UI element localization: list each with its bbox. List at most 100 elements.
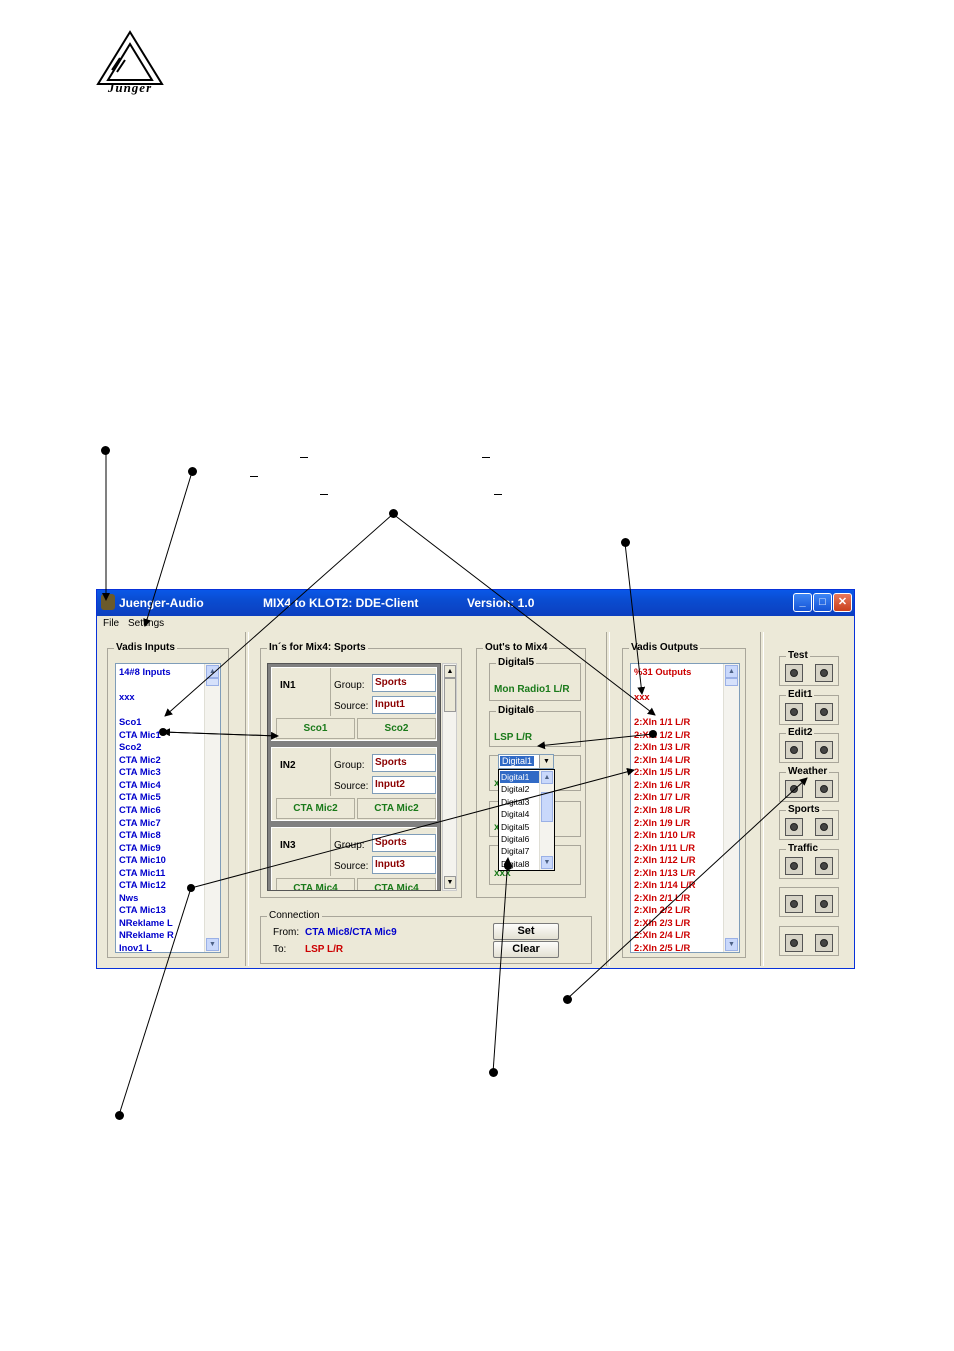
scroll-thumb[interactable]	[206, 678, 219, 686]
vadis-output-item[interactable]: 2:XIn 2/2 L/R	[634, 904, 691, 916]
channel-button[interactable]: CTA Mic2	[357, 798, 436, 819]
vadis-output-item[interactable]: 2:XIn 1/14 L/R	[634, 879, 696, 891]
preset-button[interactable]	[815, 702, 833, 721]
scroll-down-icon[interactable]: ▼	[206, 938, 219, 951]
vadis-input-item[interactable]: 14#8 Inputs	[119, 666, 171, 677]
vadis-input-item[interactable]: CTA Mic12	[119, 879, 166, 891]
vadis-input-item[interactable]: NReklame L	[119, 916, 173, 928]
maximize-button[interactable]: □	[813, 593, 832, 612]
dropdown-option[interactable]: Digital8	[501, 858, 530, 869]
group-field[interactable]: Sports	[372, 834, 436, 852]
vadis-output-item[interactable]: 2:XIn 2/4 L/R	[634, 929, 691, 941]
scroll-down-icon[interactable]: ▼	[444, 876, 456, 889]
vadis-output-item[interactable]: 2:XIn 1/8 L/R	[634, 804, 691, 816]
preset-button[interactable]	[785, 779, 803, 798]
vadis-input-item[interactable]: CTA Mic1	[119, 728, 161, 740]
scroll-thumb[interactable]	[444, 678, 456, 712]
vadis-input-item[interactable]: CTA Mic2	[119, 753, 161, 765]
vadis-input-item[interactable]: NReklame R	[119, 929, 174, 941]
scroll-down-icon[interactable]: ▼	[725, 938, 738, 951]
vadis-output-item[interactable]: 2:XIn 1/1 L/R	[634, 716, 691, 728]
dropdown-option[interactable]: Digital1	[500, 771, 539, 784]
scrollbar[interactable]: ▲ ▼	[723, 664, 739, 952]
group-field[interactable]: Sports	[372, 674, 436, 692]
dropdown-option[interactable]: Digital4	[501, 809, 530, 820]
channel-button[interactable]: CTA Mic4	[276, 878, 355, 890]
vadis-input-item[interactable]: Sco2	[119, 741, 142, 753]
preset-button[interactable]	[815, 856, 833, 875]
vadis-output-item[interactable]: 2:XIn 1/2 L/R	[634, 728, 691, 740]
preset-button[interactable]	[785, 856, 803, 875]
preset-button[interactable]	[815, 664, 833, 682]
vadis-input-item[interactable]: Sco1	[119, 716, 142, 728]
preset-button[interactable]	[815, 741, 833, 759]
digital-select[interactable]: Digital1 ▼	[498, 754, 554, 769]
vadis-output-item[interactable]: 2:XIn 1/12 L/R	[634, 854, 696, 866]
vadis-output-item[interactable]: 2:XIn 1/10 L/R	[634, 829, 696, 841]
close-button[interactable]: ✕	[833, 593, 852, 612]
vadis-output-item[interactable]: 2:XIn 1/11 L/R	[634, 841, 695, 853]
source-field[interactable]: Input1	[372, 696, 436, 714]
digital-options-list[interactable]: Digital1Digital2Digital3Digital4Digital5…	[498, 769, 555, 871]
vadis-input-item[interactable]: xxx	[119, 691, 135, 703]
vadis-output-item[interactable]: 2:XIn 2/1 L/R	[634, 891, 691, 903]
vadis-output-item[interactable]: %31 Outputs	[634, 666, 692, 677]
set-button[interactable]: Set	[493, 923, 559, 940]
preset-button[interactable]	[815, 779, 833, 798]
channel-button[interactable]: Sco2	[357, 718, 436, 739]
preset-button[interactable]	[815, 895, 833, 913]
vadis-output-item[interactable]: 2:XIn 1/6 L/R	[634, 778, 691, 790]
vadis-output-item[interactable]: 2:XIn 1/4 L/R	[634, 753, 691, 765]
channel-button[interactable]: CTA Mic4	[357, 878, 436, 890]
vadis-input-item[interactable]: CTA Mic9	[119, 841, 161, 853]
scroll-up-icon[interactable]: ▲	[206, 665, 219, 678]
vadis-input-item[interactable]: Inov1 L	[119, 942, 152, 953]
minimize-button[interactable]: _	[793, 593, 812, 612]
menu-file[interactable]: File	[103, 618, 120, 629]
scroll-up-icon[interactable]: ▲	[725, 665, 738, 678]
scrollbar[interactable]: ▲ ▼	[204, 664, 220, 952]
vadis-input-item[interactable]: CTA Mic4	[119, 778, 161, 790]
vadis-input-item[interactable]: CTA Mic11	[119, 866, 166, 878]
dropdown-option[interactable]: Digital7	[501, 846, 530, 857]
preset-button[interactable]	[815, 933, 833, 952]
vadis-output-item[interactable]: 2:XIn 2/5 L/R	[634, 942, 691, 953]
source-field[interactable]: Input3	[372, 856, 436, 874]
vadis-input-item[interactable]: CTA Mic7	[119, 816, 161, 828]
vadis-input-item[interactable]: CTA Mic10	[119, 854, 166, 866]
scroll-up-icon[interactable]: ▲	[541, 771, 553, 784]
dropdown-option[interactable]: Digital2	[501, 784, 530, 795]
preset-button[interactable]	[785, 895, 803, 913]
preset-button[interactable]	[815, 818, 833, 836]
scroll-thumb[interactable]	[541, 792, 553, 822]
group-field[interactable]: Sports	[372, 754, 436, 772]
vadis-output-item[interactable]: 2:XIn 1/13 L/R	[634, 866, 696, 878]
title-bar[interactable]: Juenger-Audio MIX4 to KLOT2: DDE-Client …	[97, 590, 854, 616]
vadis-input-item[interactable]: CTA Mic8	[119, 829, 161, 841]
scrollbar[interactable]: ▲ ▼	[539, 770, 554, 870]
channel-button[interactable]: CTA Mic2	[276, 798, 355, 819]
channel-button[interactable]: Sco1	[276, 718, 355, 739]
vadis-output-item[interactable]: 2:XIn 2/3 L/R	[634, 916, 691, 928]
vadis-input-item[interactable]: CTA Mic3	[119, 766, 161, 778]
dropdown-option[interactable]: Digital6	[501, 833, 530, 844]
preset-button[interactable]	[785, 702, 803, 721]
chevron-down-icon[interactable]: ▼	[539, 755, 553, 768]
vadis-output-item[interactable]: 2:XIn 1/9 L/R	[634, 816, 691, 828]
vadis-input-item[interactable]: Nws	[119, 891, 139, 903]
scroll-down-icon[interactable]: ▼	[541, 856, 553, 869]
ins-scrollbar[interactable]: ▲ ▼	[442, 663, 457, 891]
clear-button[interactable]: Clear	[493, 941, 559, 958]
vadis-output-item[interactable]: xxx	[634, 691, 650, 703]
preset-button[interactable]	[785, 933, 803, 952]
preset-button[interactable]	[785, 741, 803, 759]
preset-button[interactable]	[785, 818, 803, 836]
scroll-up-icon[interactable]: ▲	[444, 665, 456, 678]
vadis-input-item[interactable]: CTA Mic13	[119, 904, 166, 916]
vadis-input-item[interactable]: CTA Mic5	[119, 791, 161, 803]
dropdown-option[interactable]: Digital5	[501, 821, 530, 832]
source-field[interactable]: Input2	[372, 776, 436, 794]
scroll-thumb[interactable]	[725, 678, 738, 686]
vadis-output-item[interactable]: 2:XIn 1/3 L/R	[634, 741, 691, 753]
